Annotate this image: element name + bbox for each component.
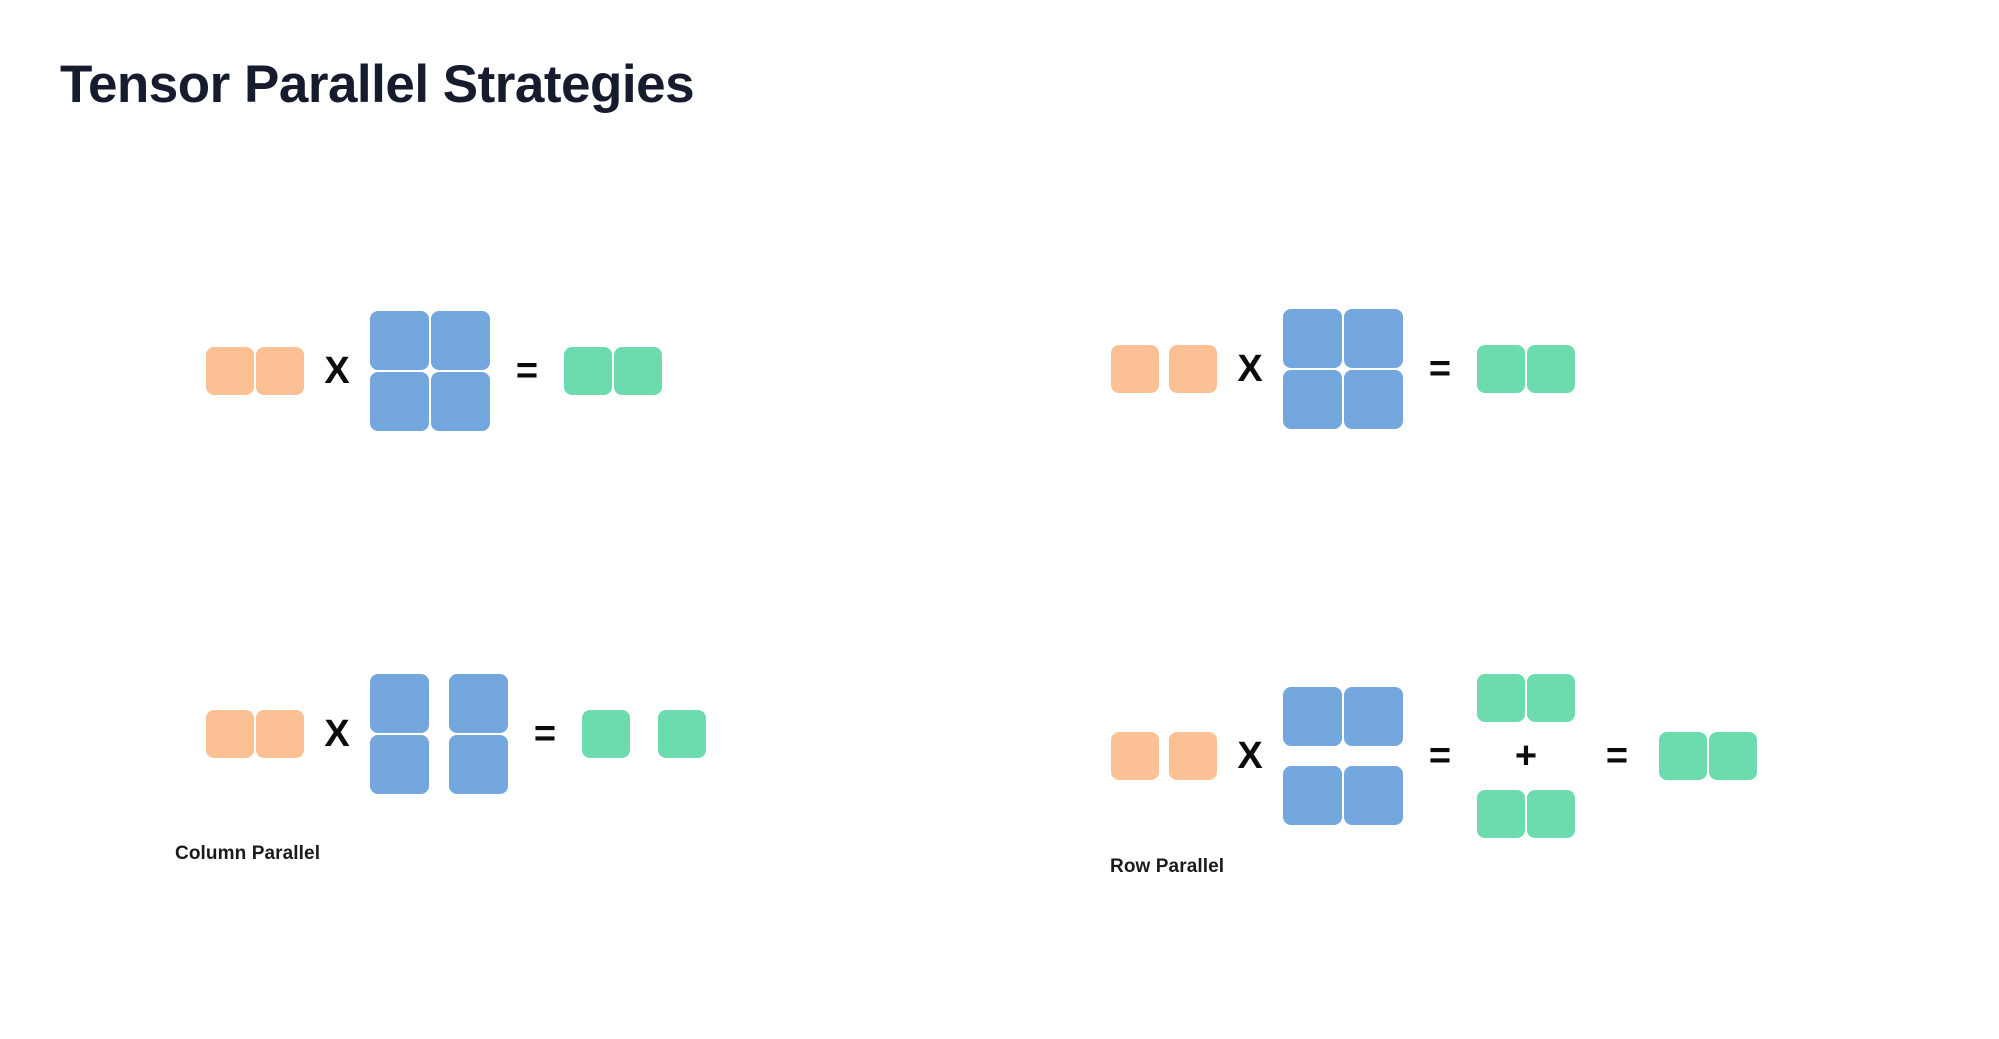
partial-output-cell xyxy=(1476,673,1526,723)
input-cell xyxy=(205,709,255,759)
output-matrix-column-parallel xyxy=(581,709,707,759)
weight-row xyxy=(369,371,491,432)
output-matrix-top-right xyxy=(1476,344,1576,394)
weight-cell xyxy=(1343,686,1404,747)
weight-row xyxy=(1282,308,1404,369)
multiply-operator: X xyxy=(1237,735,1263,777)
equals-operator: = xyxy=(515,350,539,392)
partial-output-matrix xyxy=(1476,673,1576,723)
weight-column-shard xyxy=(369,673,430,795)
caption-column-parallel: Column Parallel xyxy=(175,843,321,864)
multiply-operator: X xyxy=(1237,348,1263,390)
weight-cell xyxy=(369,310,430,371)
partial-output-cell xyxy=(1526,673,1576,723)
partial-output-cell xyxy=(1476,789,1526,839)
input-matrix-row-parallel xyxy=(1110,731,1218,781)
weight-column-shard xyxy=(448,673,509,795)
equals-operator-final: = xyxy=(1605,735,1629,777)
caption-row-parallel: Row Parallel xyxy=(1110,856,1225,877)
weight-cell xyxy=(1282,369,1343,430)
output-cell xyxy=(613,346,663,396)
input-cell xyxy=(255,346,305,396)
diagram-top-left: X = xyxy=(205,310,663,432)
weight-cell xyxy=(1282,308,1343,369)
weight-cell xyxy=(1282,686,1343,747)
output-shard-cell xyxy=(581,709,631,759)
partial-sums-group: + xyxy=(1476,673,1576,839)
input-cell xyxy=(1168,731,1218,781)
output-cell xyxy=(1708,731,1758,781)
weight-cell xyxy=(369,734,430,795)
page-title: Tensor Parallel Strategies xyxy=(60,55,695,114)
weight-cell xyxy=(430,310,491,371)
weight-matrix-top-right xyxy=(1282,308,1404,430)
multiply-operator: X xyxy=(324,713,350,755)
weight-matrix-top-left xyxy=(369,310,491,432)
weight-row-shard xyxy=(1282,686,1404,747)
weight-cell xyxy=(369,371,430,432)
weight-cell xyxy=(369,673,430,734)
equals-operator: = xyxy=(1428,348,1452,390)
diagram-column-parallel: X = xyxy=(205,673,707,795)
weight-row xyxy=(1282,369,1404,430)
weight-cell xyxy=(448,673,509,734)
weight-cell xyxy=(1282,765,1343,826)
weight-matrix-row-parallel xyxy=(1282,686,1404,826)
partial-output-cell xyxy=(1526,789,1576,839)
output-matrix-row-parallel xyxy=(1658,731,1758,781)
plus-operator: + xyxy=(1514,735,1538,777)
weight-cell xyxy=(448,734,509,795)
weight-cell xyxy=(1343,308,1404,369)
input-cell xyxy=(1168,344,1218,394)
input-matrix-top-right xyxy=(1110,344,1218,394)
weight-row-shard xyxy=(1282,765,1404,826)
input-cell xyxy=(1110,344,1160,394)
weight-cell xyxy=(1343,369,1404,430)
weight-row xyxy=(369,310,491,371)
input-cell xyxy=(255,709,305,759)
output-cell xyxy=(1476,344,1526,394)
input-matrix-column-parallel xyxy=(205,709,305,759)
diagram-row-parallel: X = + = xyxy=(1110,673,1758,839)
input-matrix-top-left xyxy=(205,346,305,396)
input-cell xyxy=(1110,731,1160,781)
multiply-operator: X xyxy=(324,350,350,392)
diagram-top-right: X = xyxy=(1110,308,1576,430)
partial-output-matrix xyxy=(1476,789,1576,839)
input-cell xyxy=(205,346,255,396)
output-shard-cell xyxy=(657,709,707,759)
weight-matrix-column-parallel xyxy=(369,673,509,795)
equals-operator: = xyxy=(533,713,557,755)
output-matrix-top-left xyxy=(563,346,663,396)
output-cell xyxy=(563,346,613,396)
output-cell xyxy=(1658,731,1708,781)
output-cell xyxy=(1526,344,1576,394)
equals-operator: = xyxy=(1428,735,1452,777)
weight-cell xyxy=(1343,765,1404,826)
weight-cell xyxy=(430,371,491,432)
